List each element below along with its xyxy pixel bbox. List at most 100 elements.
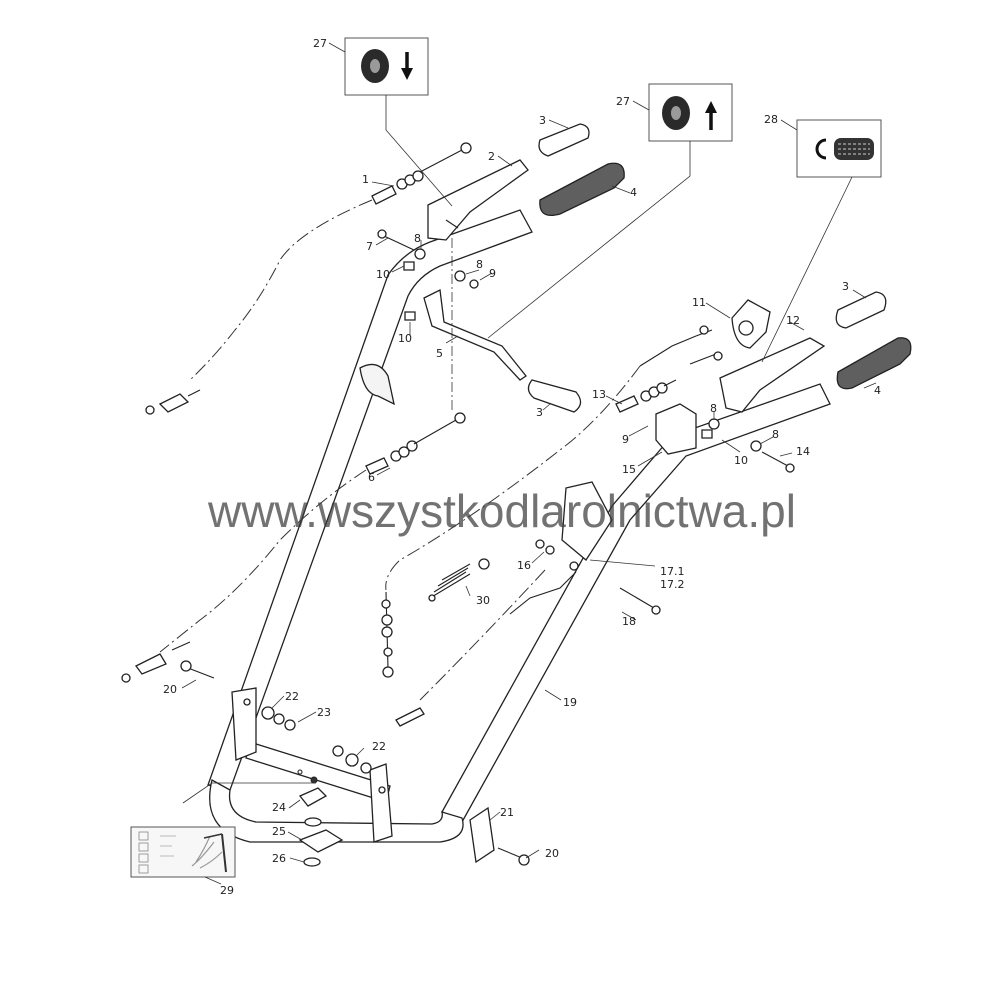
- cable-adjuster-1: [371, 142, 472, 205]
- bolt-20-left: [180, 660, 215, 679]
- watermark-url: www.wszystkodlarolnictwa.pl: [207, 485, 796, 537]
- nut-8-b: [454, 270, 466, 282]
- label-8: 8: [710, 402, 717, 415]
- spring-end-left-upper: [145, 389, 201, 415]
- screw-10-b: [404, 311, 416, 321]
- small-link-pin: [395, 707, 425, 727]
- lever-5: [423, 289, 527, 381]
- label-8: 8: [414, 232, 421, 245]
- spacer-24: [298, 787, 328, 807]
- bracket-15: [655, 403, 697, 455]
- grip-3-left-upper: [538, 123, 590, 157]
- decal-27-up: [648, 83, 733, 142]
- lower-cable-end: [381, 591, 394, 678]
- label-10: 10: [376, 268, 390, 281]
- label-5: 5: [436, 347, 443, 360]
- cable-runs: [159, 199, 641, 701]
- clip-26: [303, 857, 321, 867]
- label-4: 4: [874, 384, 881, 397]
- label-17-2: 17.2: [660, 578, 685, 591]
- label-20: 20: [163, 683, 177, 696]
- washer-24: [304, 817, 322, 827]
- label-7: 7: [366, 240, 373, 253]
- grip-3-right: [835, 291, 887, 329]
- bolt-spring-anchor: [478, 558, 490, 570]
- label-3: 3: [536, 406, 543, 419]
- part-labels: 27 27 28 1 2 3 4 5 3 7 8 10 8 9 10 6 11 …: [163, 37, 881, 897]
- lever-bracket-12: [719, 337, 826, 413]
- plate-25: [298, 829, 344, 853]
- label-16: 16: [517, 559, 531, 572]
- spring-end-left-lower: [121, 641, 191, 683]
- label-20: 20: [545, 847, 559, 860]
- label-23: 23: [317, 706, 331, 719]
- bolt-14: [761, 451, 795, 473]
- label-1: 1: [362, 173, 369, 186]
- nut-8-a: [414, 248, 426, 260]
- label-22: 22: [285, 690, 299, 703]
- washers-22-right: [345, 753, 372, 774]
- label-19: 19: [563, 696, 577, 709]
- lever-housing-11: [639, 299, 771, 367]
- label-6: 6: [368, 471, 375, 484]
- cable-adjuster-6: [365, 412, 466, 475]
- nut-8-c: [708, 418, 720, 430]
- label-10: 10: [734, 454, 748, 467]
- label-9: 9: [622, 433, 629, 446]
- label-8: 8: [772, 428, 779, 441]
- lever-bracket-2: [427, 159, 529, 241]
- label-15: 15: [622, 463, 636, 476]
- bolt-20-right: [497, 847, 530, 866]
- label-3: 3: [842, 280, 849, 293]
- label-4: 4: [630, 186, 637, 199]
- label-21: 21: [500, 806, 514, 819]
- pivot-plate-21: [469, 806, 495, 864]
- handlebar-frame-19: [207, 209, 831, 843]
- label-27: 27: [616, 95, 630, 108]
- bolt-right-upper: [689, 351, 723, 365]
- wheel-arrow-up-icon: [662, 96, 717, 130]
- label-18: 18: [622, 615, 636, 628]
- label-11: 11: [692, 296, 706, 309]
- nut-23: [332, 745, 344, 757]
- label-3: 3: [539, 114, 546, 127]
- label-12: 12: [786, 314, 800, 327]
- washers-22-left: [261, 706, 296, 731]
- decal-28: [796, 119, 882, 178]
- cable-adjuster-13: [615, 379, 677, 413]
- decal-29: [130, 826, 236, 878]
- lever-rod-17: [509, 561, 579, 615]
- label-17-1: 17.1: [660, 565, 685, 578]
- reverse-wheel-icon: [815, 138, 874, 160]
- nut-8-d: [750, 440, 762, 452]
- label-27: 27: [313, 37, 327, 50]
- grip-4-right: [836, 337, 912, 390]
- label-14: 14: [796, 445, 810, 458]
- label-10: 10: [398, 332, 412, 345]
- label-25: 25: [272, 825, 286, 838]
- nut-9-a: [469, 279, 479, 289]
- label-24: 24: [272, 801, 286, 814]
- screw-10-c: [701, 429, 713, 439]
- label-9: 9: [489, 267, 496, 280]
- label-30: 30: [476, 594, 490, 607]
- screw-10-a: [403, 261, 415, 271]
- label-8: 8: [476, 258, 483, 271]
- label-26: 26: [272, 852, 286, 865]
- label-2: 2: [488, 150, 495, 163]
- bolt-18: [619, 587, 661, 615]
- label-22: 22: [372, 740, 386, 753]
- instruction-decal-icon: [138, 831, 227, 874]
- grip-4-left: [539, 162, 625, 217]
- bolt-7: [377, 229, 415, 251]
- nut-16: [535, 539, 555, 555]
- label-13: 13: [592, 388, 606, 401]
- leader-lines: [181, 42, 877, 885]
- label-28: 28: [764, 113, 778, 126]
- grip-3-left-lower: [527, 379, 582, 413]
- wheel-arrow-down-icon: [361, 49, 413, 83]
- decal-27-down: [344, 37, 429, 96]
- label-29: 29: [220, 884, 234, 897]
